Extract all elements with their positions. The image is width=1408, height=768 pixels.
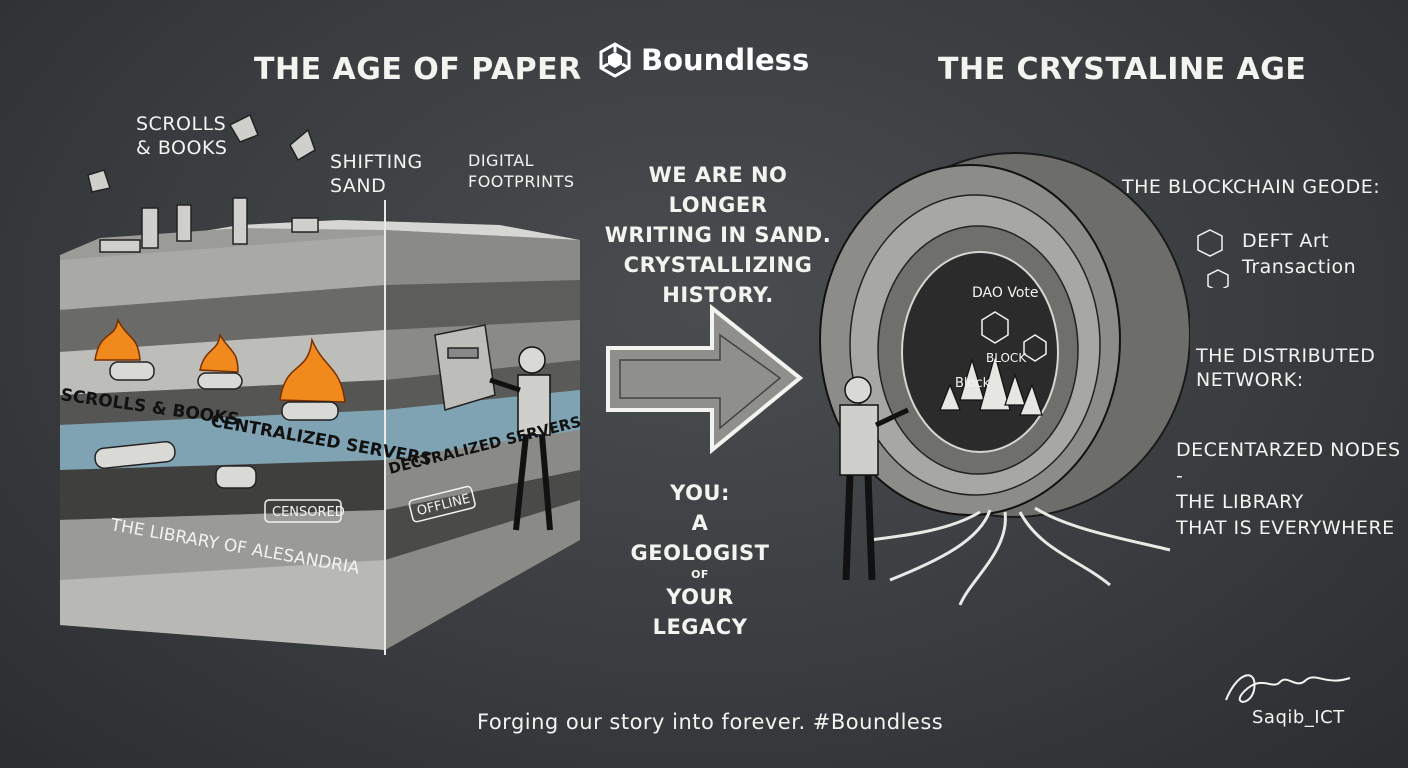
core-message: WE ARE NO LONGER WRITING IN SAND. CRYSTA… xyxy=(604,163,832,307)
scrolls-books-label: SCROLLS & BOOKS xyxy=(136,113,228,159)
tagline: Forging our story into forever. #Boundle… xyxy=(477,710,944,734)
shifting-sand-label: SHIFTING SAND xyxy=(330,151,423,197)
boundless-cube-icon xyxy=(599,42,631,78)
fire-icon xyxy=(94,317,346,403)
server-box xyxy=(434,324,496,411)
right-section-title: THE CRYSTALINE AGE xyxy=(938,52,1307,87)
decentralized-nodes-label: DECENTARZED NODES - THE LIBRARY THAT IS … xyxy=(1176,439,1401,539)
brand-logo: Boundless xyxy=(597,40,809,80)
sand-surface xyxy=(60,220,580,255)
brand-name: Boundless xyxy=(641,43,810,77)
scroll-debris xyxy=(87,113,319,253)
left-section-title: THE AGE OF PAPER xyxy=(254,52,582,87)
person-right xyxy=(839,376,910,581)
digital-footprints-label: DIGITAL FOOTPRINTS xyxy=(468,151,575,191)
burning-scrolls xyxy=(94,361,339,489)
blockchain-geode-illustration: DAO Vote BLOCK Block xyxy=(819,152,1190,606)
crystal-cube-icon xyxy=(1197,229,1229,288)
signature-scribble xyxy=(1225,674,1351,703)
block-lower-label: Block xyxy=(955,376,991,391)
strata-block-illustration: SCROLLS & BOOKS CENTRALIZED SERVERS DECT… xyxy=(59,113,583,655)
geologist-message: YOU: A GEOLOGIST OF YOUR LEGACY xyxy=(630,481,770,639)
transition-arrow xyxy=(606,303,804,455)
block-cube-icon xyxy=(981,311,1047,362)
left-face-strata xyxy=(60,230,385,650)
crystal-cluster xyxy=(939,352,1043,416)
person-left xyxy=(489,346,553,531)
roots xyxy=(869,506,1171,606)
dao-vote-label: DAO Vote xyxy=(972,285,1039,301)
defi-art-label: DEFT Art Transaction xyxy=(1242,230,1357,278)
distributed-network-label: THE DISTRIBUTED NETWORK: xyxy=(1196,345,1376,391)
signature-name: Saqib_ICT xyxy=(1252,707,1345,728)
blockchain-geode-label: THE BLOCKCHAIN GEODE: xyxy=(1122,176,1381,198)
censored-badge: CENSORED xyxy=(264,499,345,523)
svg-text:CENSORED: CENSORED xyxy=(272,505,345,520)
block-upper-label: BLOCK xyxy=(986,351,1027,365)
